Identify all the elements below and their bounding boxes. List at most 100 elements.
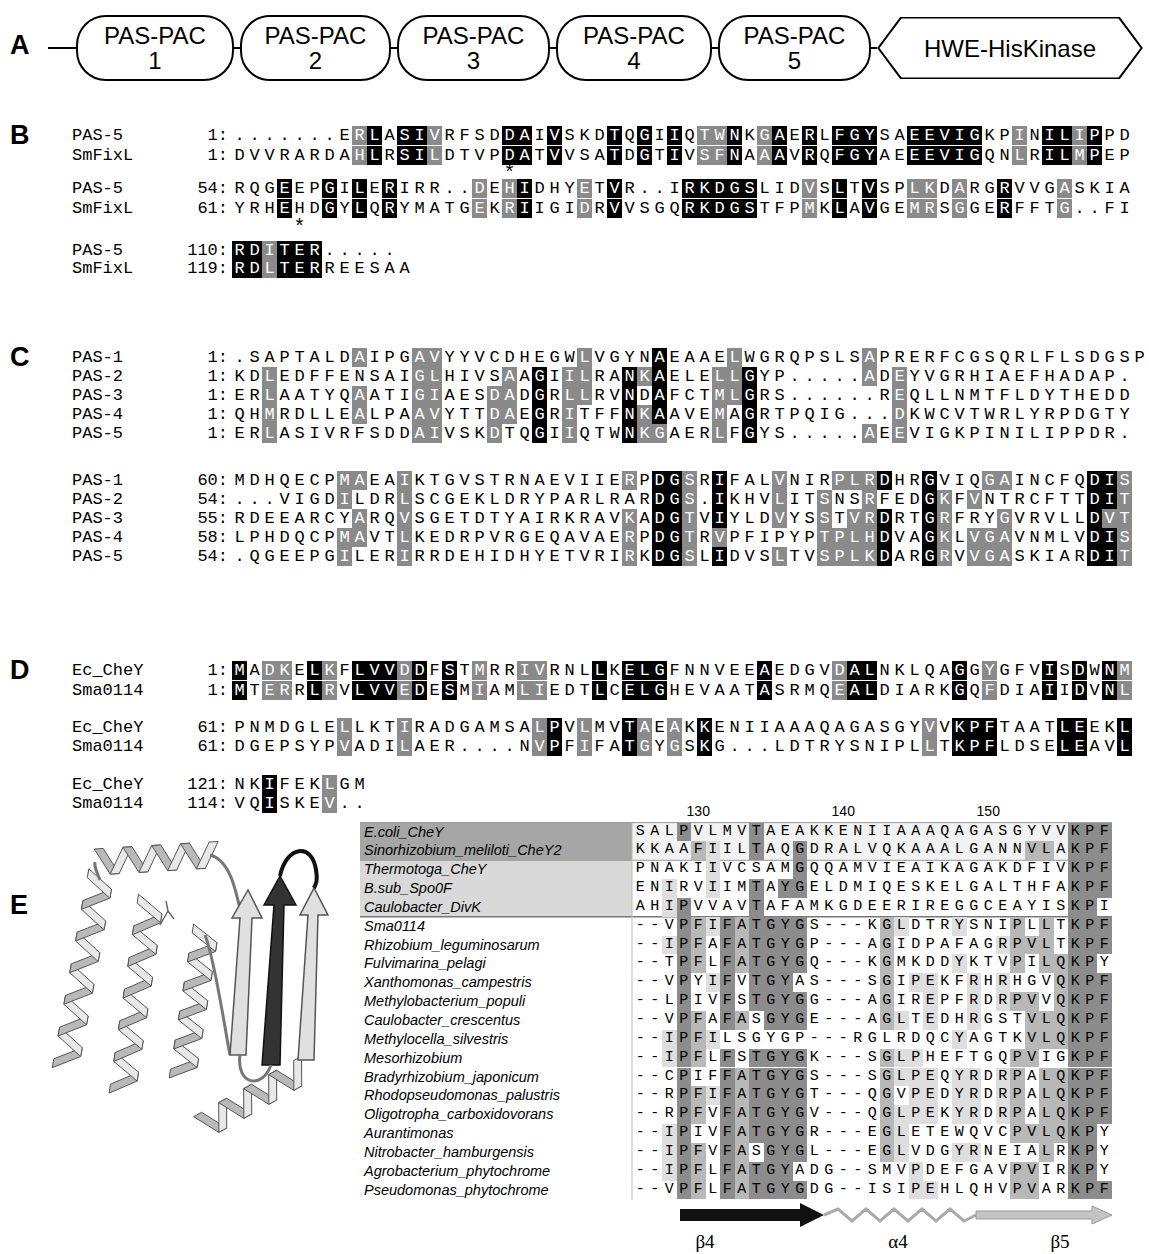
residue: G [938, 1143, 953, 1162]
residue: Y [532, 490, 547, 509]
residue: D [337, 348, 352, 367]
residue: E [607, 528, 622, 547]
residue: G [952, 661, 967, 680]
residue: P [1083, 1086, 1098, 1105]
position-number: 1: [150, 386, 228, 405]
residue: I [706, 917, 721, 936]
residue: A [1025, 1068, 1040, 1087]
residue: L [262, 386, 277, 405]
residue: T [622, 737, 637, 756]
residue: L [706, 1049, 721, 1068]
sequence-name: Thermotoga_CheY [364, 860, 487, 879]
residue: A [757, 146, 772, 165]
residue: Q [1054, 973, 1069, 992]
residue: Y [982, 661, 997, 680]
residue: I [865, 823, 880, 842]
residue: V [607, 509, 622, 528]
residue: F [307, 367, 322, 386]
sequence-name: Rhizobium_leguminosarum [364, 936, 540, 955]
residue: F [691, 1143, 706, 1162]
residue: N [727, 126, 742, 145]
residue: M [851, 879, 866, 898]
residue: Q [667, 199, 682, 218]
residue: Q [822, 860, 837, 879]
residue: P [547, 490, 562, 509]
residue: I [691, 992, 706, 1011]
residue: Q [682, 126, 697, 145]
residue: V [532, 661, 547, 680]
residue: A [727, 405, 742, 424]
residue: L [1027, 424, 1042, 443]
residue: K [1068, 954, 1083, 973]
residue: E [697, 367, 712, 386]
residue: E [337, 259, 352, 278]
residue: K [1068, 1011, 1083, 1030]
residue: P [382, 405, 397, 424]
residue: F [1102, 199, 1117, 218]
residue: - [633, 936, 648, 955]
residue: R [382, 179, 397, 198]
residue: F [952, 992, 967, 1011]
residue: A [1027, 681, 1042, 700]
aligned-sequence: KDLEDFFENSAIGLHIVSAAGIILRANKAELELLGYP...… [232, 367, 1132, 386]
residue: P [909, 1086, 924, 1105]
residue: D [1072, 367, 1087, 386]
residue: S [802, 509, 817, 528]
residue: P [787, 405, 802, 424]
residue: G [412, 367, 427, 386]
residue: E [938, 1124, 953, 1143]
residue: F [1025, 860, 1040, 879]
residue: L [727, 367, 742, 386]
residue: V [662, 1181, 677, 1200]
residue: A [967, 936, 982, 955]
residue: I [1042, 681, 1057, 700]
residue: T [817, 528, 832, 547]
residue: F [982, 737, 997, 756]
residue: P [1010, 1049, 1025, 1068]
residue: V [772, 471, 787, 490]
residue: Q [922, 661, 937, 680]
residue: L [592, 490, 607, 509]
residue: Y [952, 1143, 967, 1162]
residue: S [637, 199, 652, 218]
residue: - [851, 917, 866, 936]
residue: F [952, 490, 967, 509]
aligned-sequence: --LPIVFSTGYGG---AGIREPFRDRPVVQKPF [633, 992, 1112, 1011]
residue: - [822, 1105, 837, 1124]
residue: L [847, 528, 862, 547]
residue: L [757, 471, 772, 490]
residue: K [742, 126, 757, 145]
residue: S [1012, 547, 1027, 566]
residue: D [397, 424, 412, 443]
residue: E [865, 898, 880, 917]
residue: - [648, 1011, 663, 1030]
residue: F [562, 737, 577, 756]
residue: Q [967, 1124, 982, 1143]
residue: V [706, 898, 721, 917]
residue: . [862, 386, 877, 405]
residue: E [832, 681, 847, 700]
residue: Q [938, 823, 953, 842]
residue: A [1057, 547, 1072, 566]
residue: E [547, 471, 562, 490]
residue: F [1097, 841, 1112, 860]
residue: A [938, 936, 953, 955]
residue: I [517, 179, 532, 198]
residue: K [247, 775, 262, 794]
residue: E [397, 681, 412, 700]
residue: T [749, 841, 764, 860]
residue: I [865, 879, 880, 898]
residue: T [1054, 936, 1069, 955]
residue: V [712, 661, 727, 680]
residue: V [607, 386, 622, 405]
residue: G [652, 424, 667, 443]
residue: V [1025, 1030, 1040, 1049]
residue: S [880, 1181, 895, 1200]
residue: A [517, 126, 532, 145]
residue: R [967, 1086, 982, 1105]
residue: R [967, 179, 982, 198]
residue: G [793, 1181, 808, 1200]
residue: P [677, 1068, 692, 1087]
residue: L [757, 179, 772, 198]
residue: G [981, 1049, 996, 1068]
